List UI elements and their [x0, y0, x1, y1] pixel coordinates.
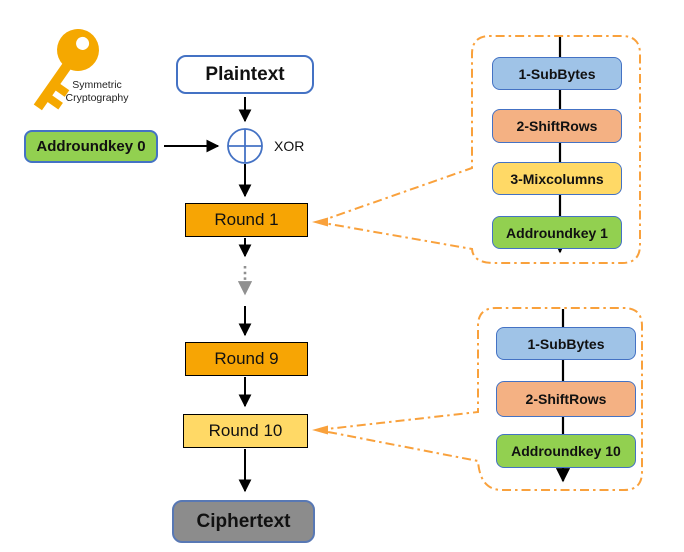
round1-step-mixcolumns: 3-Mixcolumns	[492, 162, 622, 195]
round10-step-addroundkey-10: Addroundkey 10	[496, 434, 636, 468]
node-ciphertext: Ciphertext	[172, 500, 315, 543]
key-caption-line2: Cryptography	[65, 92, 129, 104]
round10-step-subbytes: 1-SubBytes	[496, 327, 636, 360]
node-addroundkey-0: Addroundkey 0	[24, 130, 158, 163]
xor-label: XOR	[274, 138, 305, 154]
key-caption-line1: Symmetric	[72, 79, 122, 92]
flow-arrows	[164, 97, 252, 493]
node-plaintext: Plaintext	[176, 55, 314, 94]
callout-arrowhead-round1	[312, 217, 328, 227]
node-round-10: Round 10	[183, 414, 308, 448]
round1-step-addroundkey-1: Addroundkey 1	[492, 216, 622, 249]
round10-step-shiftrows: 2-ShiftRows	[496, 381, 636, 417]
node-round-9: Round 9	[185, 342, 308, 376]
key-caption: Symmetric Cryptography	[53, 77, 141, 107]
xor-icon	[227, 128, 263, 164]
round1-step-subbytes: 1-SubBytes	[492, 57, 622, 90]
round1-step-shiftrows: 2-ShiftRows	[492, 109, 622, 143]
callout-arrowhead-round10	[312, 425, 328, 435]
key-icon	[33, 28, 99, 111]
node-round-1: Round 1	[185, 203, 308, 237]
